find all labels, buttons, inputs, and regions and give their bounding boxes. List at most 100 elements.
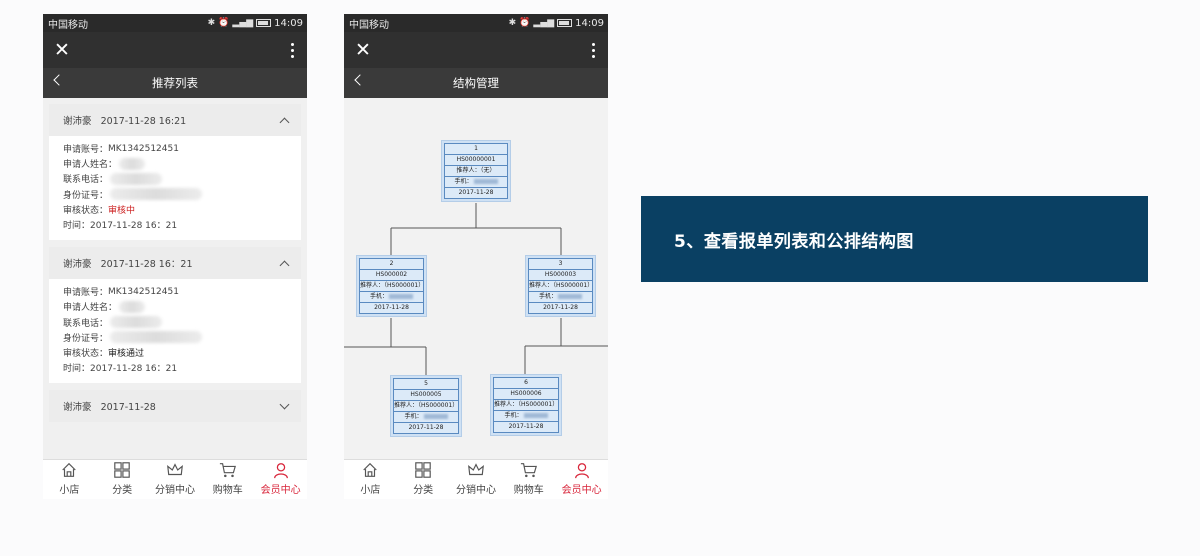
crown-icon: [468, 463, 484, 476]
bottom-tab-bar: 小店 分类 分销中心 购物车 会员中心: [344, 459, 608, 499]
tab-category[interactable]: 分类: [397, 460, 450, 499]
expand-chevron-icon[interactable]: [279, 399, 290, 410]
tab-cart[interactable]: 购物车: [201, 460, 254, 499]
tab-label: 分销中心: [455, 485, 496, 496]
tab-distribution[interactable]: 分销中心: [450, 460, 503, 499]
tab-category[interactable]: 分类: [96, 460, 149, 499]
more-menu-icon[interactable]: [592, 42, 596, 58]
node-referrer: 推荐人：（HS000001）: [359, 280, 424, 292]
redacted-phone: [110, 172, 163, 185]
crown-icon: [167, 463, 183, 476]
battery-icon: [557, 19, 573, 27]
close-icon[interactable]: ✕: [54, 38, 70, 61]
collapse-chevron-icon[interactable]: [279, 117, 290, 127]
tab-member-center[interactable]: 会员中心: [555, 460, 608, 499]
node-mobile-label: 手机：: [369, 293, 388, 300]
tab-label: 小店: [59, 485, 80, 496]
time-value: 2017-11-28 16：21: [90, 221, 178, 232]
tab-label: 分类: [413, 485, 434, 496]
structure-tree: 1 HS00000001 推荐人：（无） 手机： 2017-11-28 2 HS…: [344, 98, 608, 459]
more-menu-icon[interactable]: [291, 42, 295, 58]
applicant-label: 申请人姓名：: [63, 160, 118, 171]
node-referrer: 推荐人：（HS000001）: [493, 399, 559, 411]
id-label: 身份证号：: [63, 333, 109, 344]
structure-tree-view: 1 HS00000001 推荐人：（无） 手机： 2017-11-28 2 HS…: [344, 98, 608, 459]
card-header[interactable]: 谢沛豪 2017-11-28 16：21: [49, 247, 301, 280]
node-mobile-label: 手机：: [504, 412, 523, 419]
redacted-name: [119, 300, 146, 313]
back-arrow-icon[interactable]: [354, 74, 366, 86]
tree-node[interactable]: 3 HS000003 推荐人：（HS000001） 手机： 2017-11-28: [525, 255, 596, 317]
status-label: 审核状态：: [63, 205, 109, 216]
list-item: 谢沛豪 2017-11-28: [49, 390, 301, 423]
member-name: 谢沛豪: [63, 259, 92, 271]
tab-member-center[interactable]: 会员中心: [254, 460, 307, 499]
signal-icon: ▂▄▆: [232, 18, 254, 28]
user-icon: [273, 463, 288, 479]
node-number: 6: [493, 377, 559, 389]
account-label: 申请账号：: [63, 288, 109, 299]
clock-label: 14:09: [575, 17, 604, 29]
browser-topbar: ✕: [344, 32, 608, 68]
collapse-chevron-icon[interactable]: [279, 260, 290, 271]
time-label: 时间：: [63, 364, 91, 375]
clock-label: 14:09: [274, 17, 303, 29]
alarm-icon: ⏰: [218, 18, 230, 28]
phone-screen-structure: 中国移动 ✱ ⏰ ▂▄▆ 14:09 ✕ 结构管理: [344, 14, 608, 499]
browser-topbar: ✕: [43, 32, 307, 68]
caption-banner: 5、查看报单列表和公排结构图: [641, 196, 1148, 282]
tab-label: 购物车: [212, 485, 243, 496]
node-mobile-label: 手机：: [404, 413, 423, 420]
redacted-phone: [110, 316, 163, 329]
time-value: 2017-11-28 16：21: [90, 364, 178, 375]
redacted-mobile: [473, 179, 498, 184]
status-badge: 审核中: [108, 205, 136, 216]
tab-shop[interactable]: 小店: [344, 460, 397, 499]
page-header: 结构管理: [344, 68, 608, 98]
node-date: 2017-11-28: [528, 302, 593, 314]
grid-icon: [415, 462, 431, 478]
node-date: 2017-11-28: [444, 187, 508, 199]
tab-label: 会员中心: [260, 485, 301, 496]
tree-connectors: [344, 203, 608, 376]
tab-label: 小店: [360, 485, 381, 496]
redacted-mobile: [558, 294, 582, 299]
tab-label: 分类: [112, 485, 133, 496]
member-name: 谢沛豪: [63, 402, 92, 414]
list-item: 谢沛豪 2017-11-28 16：21 申请账号：MK1342512451 申…: [49, 247, 301, 384]
tree-node[interactable]: 6 HS000006 推荐人：（HS000001） 手机： 2017-11-28: [490, 374, 562, 436]
cart-icon: [520, 463, 537, 478]
phone-screen-recommend-list: 中国移动 ✱ ⏰ ▂▄▆ 14:09 ✕ 推荐列表 谢沛豪 2017-11-28…: [43, 14, 307, 499]
node-date: 2017-11-28: [359, 302, 424, 314]
card-header[interactable]: 谢沛豪 2017-11-28 16:21: [49, 104, 301, 136]
tab-cart[interactable]: 购物车: [502, 460, 555, 499]
signal-icon: ▂▄▆: [533, 18, 555, 28]
account-label: 申请账号：: [63, 145, 109, 156]
tab-label: 分销中心: [154, 485, 195, 496]
tree-node[interactable]: 2 HS000002 推荐人：（HS000001） 手机： 2017-11-28: [356, 255, 427, 317]
redacted-mobile: [423, 414, 448, 419]
status-bar: 中国移动 ✱ ⏰ ▂▄▆ 14:09: [344, 14, 608, 32]
member-date: 2017-11-28 16：21: [100, 259, 193, 271]
redacted-id: [110, 331, 203, 344]
carrier-label: 中国移动: [349, 19, 389, 31]
user-icon: [574, 463, 589, 479]
page-title: 结构管理: [453, 76, 499, 90]
cart-icon: [219, 463, 236, 478]
close-icon[interactable]: ✕: [355, 38, 371, 61]
card-header[interactable]: 谢沛豪 2017-11-28: [49, 390, 301, 423]
tree-node[interactable]: 5 HS000005 推荐人：（HS000001） 手机： 2017-11-28: [390, 375, 462, 437]
tab-shop[interactable]: 小店: [43, 460, 96, 499]
back-arrow-icon[interactable]: [53, 74, 65, 86]
time-label: 时间：: [63, 221, 91, 232]
tree-node[interactable]: 1 HS00000001 推荐人：（无） 手机： 2017-11-28: [441, 140, 511, 202]
id-label: 身份证号：: [63, 190, 109, 201]
applicant-label: 申请人姓名：: [63, 303, 118, 314]
tab-distribution[interactable]: 分销中心: [149, 460, 202, 499]
phone-label: 联系电话：: [63, 318, 109, 329]
banner-text: 5、查看报单列表和公排结构图: [674, 231, 914, 252]
status-badge: 审核通过: [108, 348, 145, 359]
recommend-list: 谢沛豪 2017-11-28 16:21 申请账号：MK1342512451 申…: [43, 98, 307, 459]
card-details: 申请账号：MK1342512451 申请人姓名： 联系电话： 身份证号： 审核状…: [49, 136, 301, 241]
member-date: 2017-11-28 16:21: [100, 116, 187, 127]
